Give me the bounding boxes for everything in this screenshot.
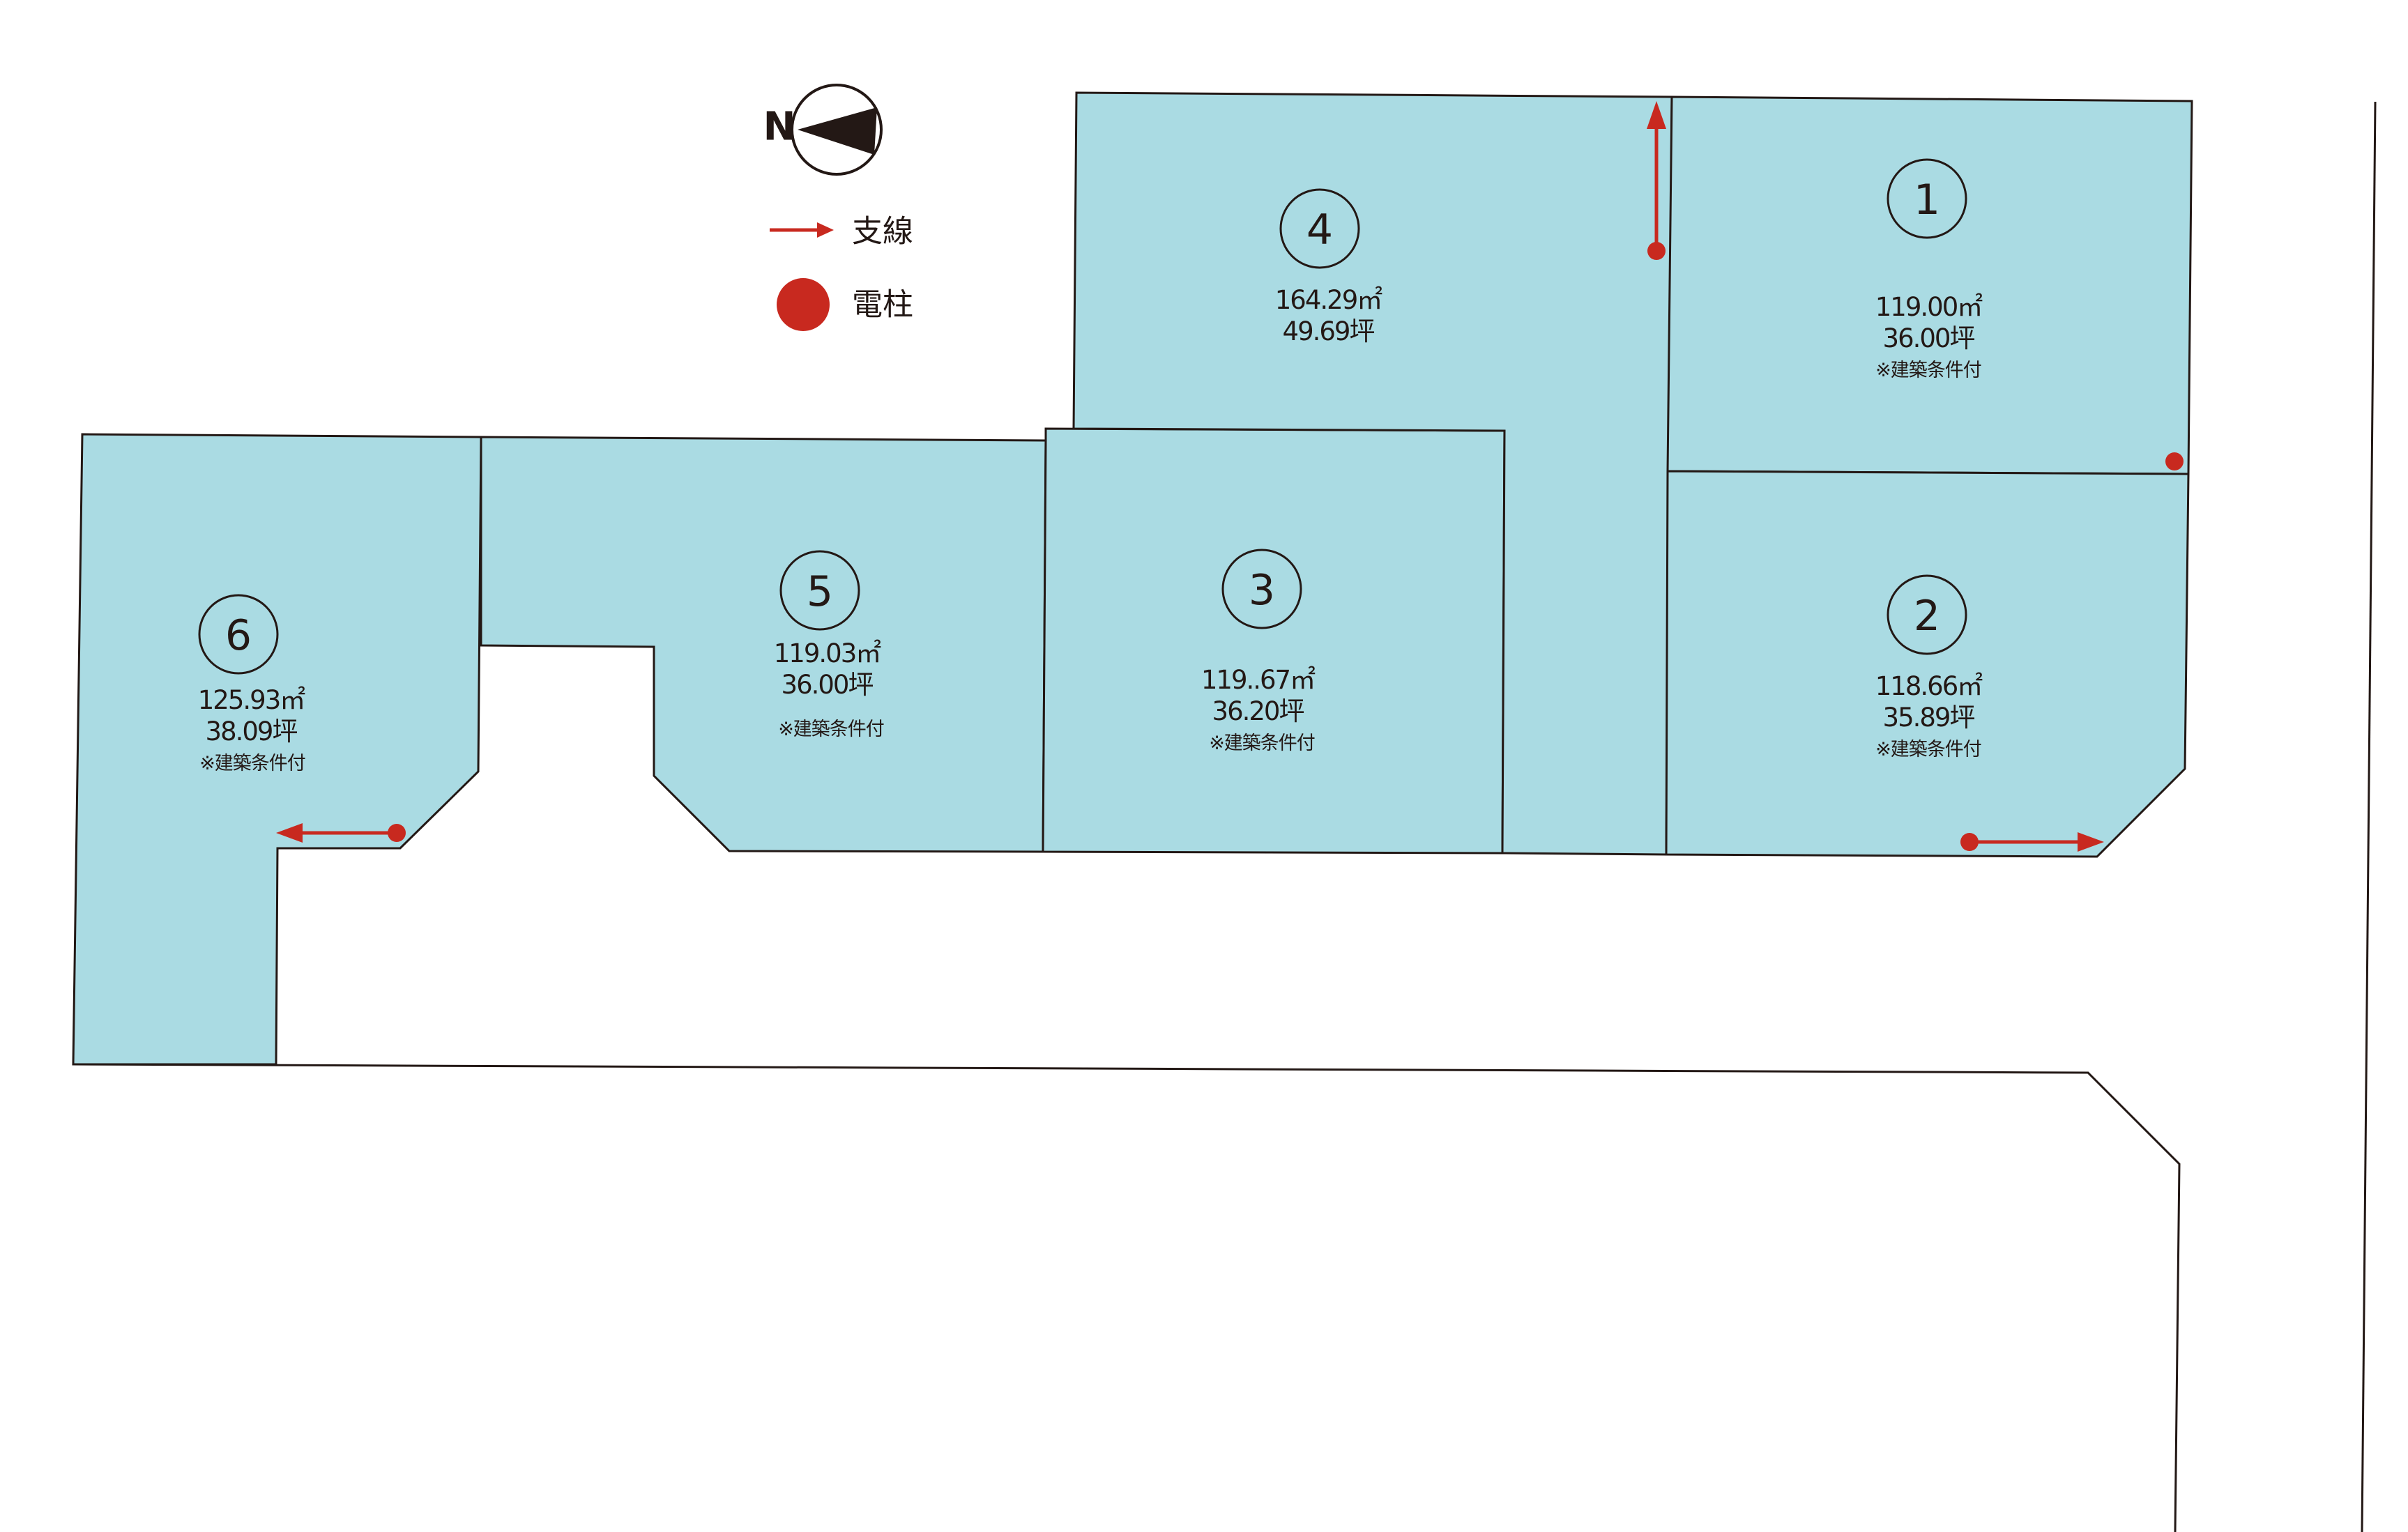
guy-wire-label: 支線 — [852, 214, 913, 250]
pole-lot-1 — [2165, 452, 2184, 470]
north-arrow-icon — [791, 84, 883, 176]
legend: N 支線 電柱 — [763, 84, 913, 331]
lot-area-m2: 118.66㎡ — [1875, 671, 1983, 701]
lot-number: 3 — [1249, 566, 1275, 615]
lot-6-label: 6 125.93㎡ 38.09坪 ※建築条件付 — [198, 594, 307, 774]
lot-3[interactable] — [1042, 427, 1506, 855]
lot-6[interactable] — [72, 433, 482, 1066]
lot-area-m2: 119.03㎡ — [774, 638, 881, 668]
lot-area-m2: 119..67㎡ — [1201, 665, 1316, 695]
lot-2-label: 2 118.66㎡ 35.89坪 ※建築条件付 — [1875, 574, 1984, 760]
lot-area-m2: 125.93㎡ — [198, 685, 305, 715]
lot-area-tsubo: 35.89坪 — [1883, 703, 1975, 733]
lot-area-tsubo: 38.09坪 — [206, 717, 298, 746]
lot-area-tsubo: 36.00坪 — [782, 670, 874, 700]
lot-note: ※建築条件付 — [1875, 739, 1981, 760]
red-dot-icon — [777, 278, 830, 331]
lot-note: ※建築条件付 — [1209, 733, 1315, 754]
lot-4-label: 4 164.29㎡ 49.69坪 — [1275, 188, 1384, 346]
pole-label: 電柱 — [852, 287, 913, 323]
lot-5[interactable] — [480, 436, 1047, 853]
lot-3-label: 3 119..67㎡ 36.20坪 ※建築条件付 — [1201, 549, 1317, 754]
lot-area-tsubo: 36.00坪 — [1883, 323, 1975, 353]
road-boundary — [73, 1063, 2181, 1532]
lot-5-label: 5 119.03㎡ 36.00坪 ※建築条件付 — [774, 550, 885, 740]
north-label: N — [763, 105, 796, 150]
lot-area-m2: 164.29㎡ — [1275, 285, 1382, 315]
lot-1[interactable] — [1666, 95, 2193, 475]
lot-number: 1 — [1914, 176, 1940, 224]
lot-number: 4 — [1306, 206, 1333, 254]
lot-note: ※建築条件付 — [199, 753, 305, 774]
lot-area-tsubo: 36.20坪 — [1212, 696, 1304, 726]
guy-wire-lot-4 — [1647, 101, 1666, 260]
right-boundary-line — [2361, 101, 2377, 1532]
lot-area-m2: 119.00㎡ — [1875, 292, 1983, 322]
lot-area-tsubo: 49.69坪 — [1283, 316, 1375, 346]
lot-number: 2 — [1914, 592, 1940, 641]
guy-wire-lot-2 — [1960, 832, 2104, 852]
lot-1-label: 1 119.00㎡ 36.00坪 ※建築条件付 — [1875, 158, 1984, 381]
red-arrow-icon — [770, 222, 834, 238]
guy-wire-lot-6 — [276, 823, 406, 843]
lot-number: 6 — [225, 611, 252, 660]
lot-note: ※建築条件付 — [778, 719, 884, 740]
lot-note: ※建築条件付 — [1875, 360, 1981, 381]
lot-2[interactable] — [1665, 470, 2190, 858]
lot-number: 5 — [807, 567, 833, 616]
